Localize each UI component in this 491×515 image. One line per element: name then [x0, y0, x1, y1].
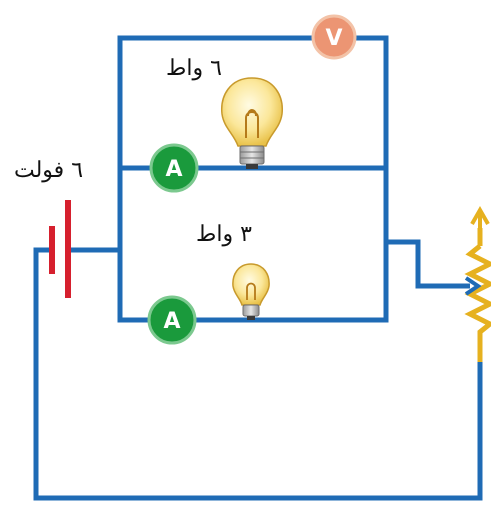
- rheostat-slider-arrow: [464, 276, 482, 296]
- bulb-top-filament: [245, 109, 259, 138]
- rheostat-arrow-up: [470, 205, 490, 228]
- ammeter-top: A: [149, 143, 199, 193]
- ammeter-top-symbol: A: [165, 157, 182, 182]
- wire-battery-left: [33, 247, 483, 501]
- bulb-top: [221, 77, 283, 169]
- bulb-bottom-label: ٣ واط: [196, 222, 252, 247]
- voltmeter-circle: [311, 14, 357, 60]
- bulb-top-label: ٦ واط: [166, 56, 222, 81]
- wire-bottom-branch: [117, 168, 389, 323]
- battery: [49, 200, 71, 298]
- ammeter-bottom-symbol: A: [163, 309, 180, 334]
- rheostat: [464, 205, 491, 362]
- wire-to-rheostat: [386, 239, 470, 289]
- bulb-bottom-filament: [246, 282, 256, 300]
- voltmeter-symbol: V: [325, 26, 342, 51]
- ammeter-top-circle: [149, 143, 199, 193]
- rheostat-zigzag: [464, 244, 491, 362]
- voltmeter: V: [311, 14, 357, 60]
- wires: [33, 35, 483, 501]
- bulb-bottom: [232, 263, 270, 320]
- battery-label: ٦ فولت: [14, 158, 84, 183]
- bulb-top-base: [239, 145, 265, 165]
- wire-voltmeter-loop: [117, 35, 389, 168]
- bulb-bottom-glass: [232, 263, 270, 306]
- bulb-bottom-base: [242, 304, 260, 317]
- ammeter-bottom: A: [147, 295, 197, 345]
- ammeter-bottom-circle: [147, 295, 197, 345]
